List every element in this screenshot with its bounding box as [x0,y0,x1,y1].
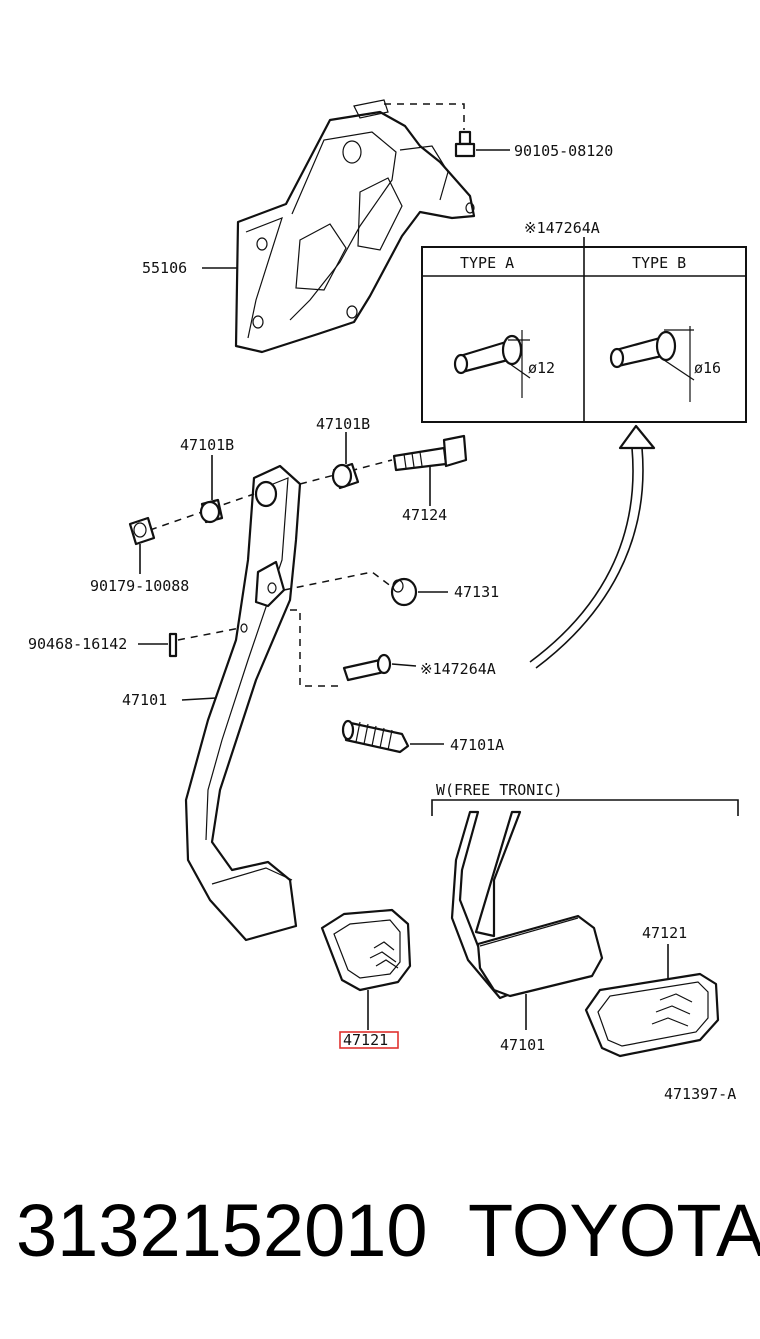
axis-dashed-right [299,459,393,485]
label-90105-08120: 90105-08120 [514,142,613,160]
label-dia-a: ø12 [528,359,555,377]
reference-arrow-head [618,424,656,450]
leader-dashed-clip [177,627,241,641]
label-47131: 47131 [454,583,499,601]
bushing-right [331,462,360,490]
bolt-47124 [392,434,468,472]
footer-brand: TOYOTA [468,1189,760,1272]
pedal-bracket [234,99,476,354]
pin-type-b [609,326,695,402]
leader-dashed-stopper [283,571,397,591]
variant-pedal-pad [584,972,720,1058]
bolt-90105 [454,130,510,158]
label-47101b-right: 47101B [316,415,370,433]
label-47101: 47101 [122,691,167,709]
figure-id: 471397-A [664,1085,736,1103]
leader-47101 [181,697,217,701]
pedal-pad-47121 [320,908,412,992]
reference-arrow-curve-outer [535,447,644,669]
clip-90468 [168,632,178,658]
label-pin-ref-mid: ※147264A [420,660,496,678]
label-47121-variant: 47121 [642,924,687,942]
variant-title: W(FREE TRONIC) [436,781,562,799]
leader-dashed-pin [290,609,344,687]
highlight-box-47121 [339,1031,399,1049]
type-a-header: TYPE A [460,254,514,272]
spring-47101a [341,719,410,754]
label-90468-16142: 90468-16142 [28,635,127,653]
stopper-47131 [390,577,418,607]
bushing-left [199,498,224,524]
type-b-header: TYPE B [632,254,686,272]
variant-bracket [431,799,739,816]
footer-part-number: 3132152010 [16,1189,428,1272]
variant-pedal-arm [450,810,604,1000]
label-90179-10088: 90179-10088 [90,577,189,595]
leader-pin-mid [391,663,417,667]
label-pin-ref-top: ※147264A [524,219,600,237]
pin-47264a [342,653,392,682]
pedal-arm [184,464,302,942]
leader-dashed-bolt-top [384,103,465,130]
label-47101b-left: 47101B [180,436,234,454]
pin-type-table: TYPE A TYPE B ø12 ø16 [421,246,747,423]
label-47124: 47124 [402,506,447,524]
label-55106: 55106 [142,259,187,277]
pin-type-a [453,330,531,398]
label-dia-b: ø16 [694,359,721,377]
reference-arrow-curve [529,447,634,663]
label-47121-main: 47121 [343,1031,388,1049]
nut-90179 [128,516,156,546]
label-47101a: 47101A [450,736,504,754]
label-47101-variant: 47101 [500,1036,545,1054]
